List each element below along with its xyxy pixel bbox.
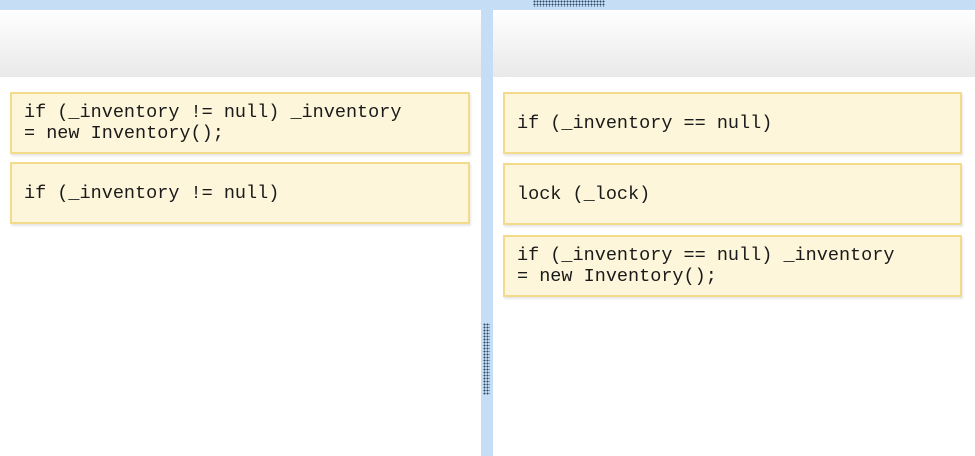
top-grip-handle-icon[interactable] bbox=[533, 0, 605, 7]
code-block-source-1[interactable]: if (_inventory != null) _inventory = new… bbox=[10, 92, 470, 154]
code-block-text: if (_inventory != null) _inventory = new… bbox=[24, 102, 402, 144]
code-block-answer-1[interactable]: if (_inventory == null) bbox=[503, 92, 962, 154]
source-pane bbox=[0, 10, 481, 456]
answer-pane-header bbox=[493, 10, 975, 77]
code-block-answer-2[interactable]: lock (_lock) bbox=[503, 163, 962, 225]
answer-pane bbox=[493, 10, 975, 456]
splitter-grip-handle-icon[interactable] bbox=[483, 323, 490, 395]
code-block-text: if (_inventory == null) bbox=[517, 112, 773, 134]
vertical-splitter[interactable] bbox=[481, 10, 493, 456]
code-block-text: lock (_lock) bbox=[517, 183, 651, 205]
code-block-text: if (_inventory != null) bbox=[24, 182, 280, 204]
code-block-answer-3[interactable]: if (_inventory == null) _inventory = new… bbox=[503, 235, 962, 297]
code-block-text: if (_inventory == null) _inventory = new… bbox=[517, 245, 895, 287]
source-pane-header bbox=[0, 10, 481, 77]
code-block-source-2[interactable]: if (_inventory != null) bbox=[10, 162, 470, 224]
top-splitter-bar[interactable] bbox=[0, 0, 975, 10]
